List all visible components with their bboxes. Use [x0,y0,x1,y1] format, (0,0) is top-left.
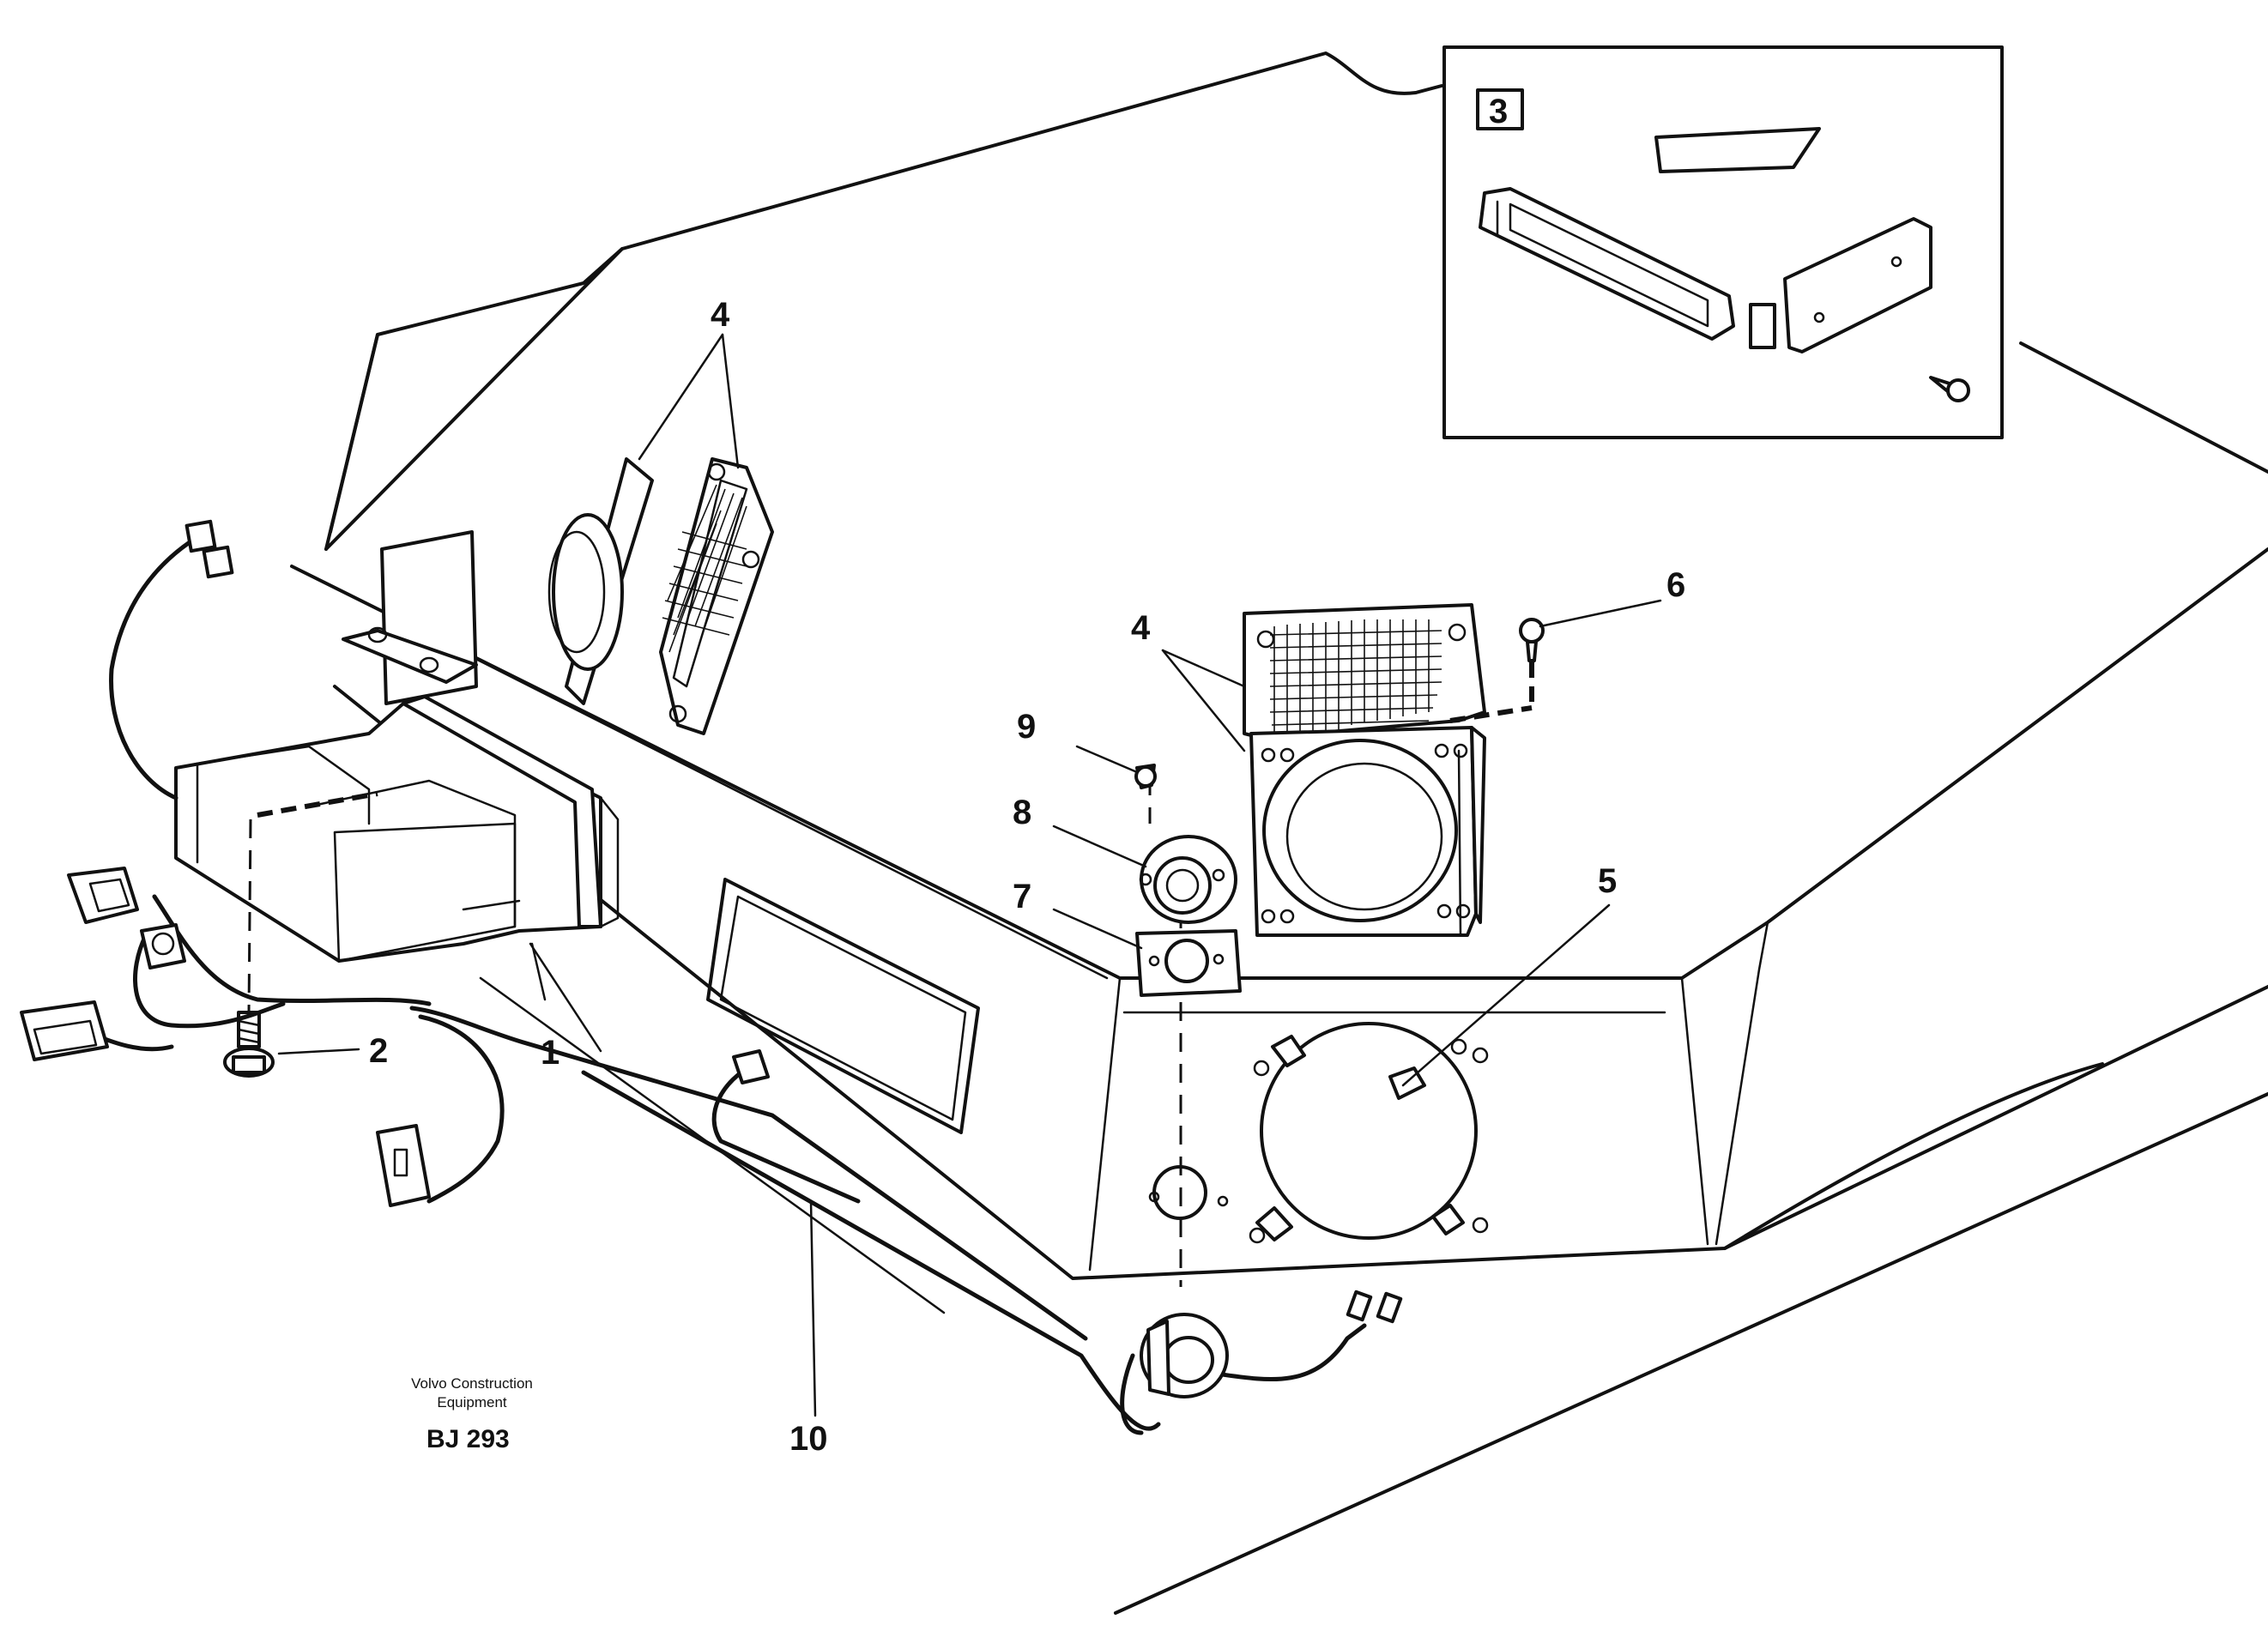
connector-bottom-right [1346,1290,1403,1324]
callout-9: 9 [1017,708,1036,746]
callout-labels: 1 2 3 4 4 5 6 7 8 9 10 [369,93,1685,1458]
panel-recess [706,878,980,1134]
radio-unit [1479,187,1932,353]
radio-compartment [174,530,620,963]
rear-switch [1140,1313,1229,1398]
callout-8: 8 [1013,794,1031,831]
speaker-mount-hole [1249,1022,1489,1244]
leader-lines [277,333,1662,1417]
connector-plug-c [20,1000,109,1061]
connector-plug-d [376,1124,431,1207]
knob-8 [1139,835,1237,924]
callout-7: 7 [1013,878,1031,915]
cab-body-outline [290,51,2268,1615]
plate-7 [1135,929,1242,997]
speaker-grille-right [1269,619,1442,734]
callout-4-right: 4 [1131,609,1151,647]
callout-6: 6 [1666,566,1685,604]
maker-line-2: Equipment [437,1394,507,1411]
connector-plug-a [67,867,139,924]
callout-10: 10 [789,1420,828,1458]
callout-4-left: 4 [711,296,730,334]
speaker-left [547,457,774,735]
callout-2: 2 [369,1032,388,1070]
callout-1: 1 [541,1034,559,1072]
maker-line-1: Volvo Construction [411,1375,533,1392]
connector-mid [732,1049,770,1084]
connector-plug-b [140,923,186,970]
wiring-harness [79,529,1367,1435]
callout-3: 3 [1489,93,1508,130]
speaker-grille [662,484,747,653]
bolt-icon [223,819,275,1078]
inset-frame [1442,45,2004,439]
callout-5: 5 [1598,862,1617,900]
speaker-right [1243,603,1533,937]
screw-6-icon [1519,618,1545,708]
screw-icon [1929,376,1970,402]
screw-9-icon [1134,764,1157,789]
connector-top-left [184,519,234,579]
drawing-code: BJ 293 [426,1425,510,1453]
drawing-caption: Volvo Construction Equipment BJ 293 [411,1375,533,1453]
